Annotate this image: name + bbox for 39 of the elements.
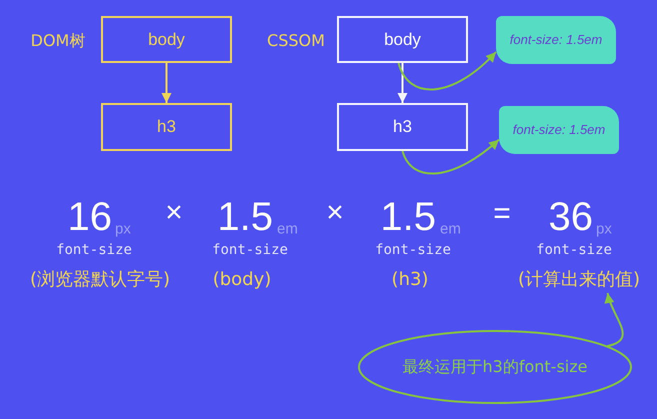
element-name: body xyxy=(384,30,421,50)
curved-arrow xyxy=(605,292,624,348)
style-rule: font-size: 1.5em xyxy=(512,122,606,138)
unit-label: em xyxy=(277,222,298,236)
element-name: body xyxy=(148,30,185,50)
element-box xyxy=(337,103,468,151)
number: 36 xyxy=(548,197,593,237)
tree-title: CSSOM xyxy=(267,33,325,49)
annotation: (浏览器默认字号) xyxy=(30,271,170,289)
curved-arrow xyxy=(402,138,500,174)
element-box xyxy=(101,16,232,63)
number: 16 xyxy=(68,197,112,237)
annotation: (h3) xyxy=(392,271,428,289)
style-tag xyxy=(496,16,616,64)
operator: = xyxy=(493,199,511,229)
curved-arrow xyxy=(398,51,497,90)
style-rule: font-size: 1.5em xyxy=(510,32,602,48)
property-name: font-size xyxy=(56,243,132,257)
element-name: h3 xyxy=(393,117,412,137)
annotation: (body) xyxy=(212,271,272,289)
unit-label: em xyxy=(440,222,461,236)
arrow xyxy=(162,63,172,103)
operator: × xyxy=(165,198,183,228)
property-name: font-size xyxy=(536,243,612,257)
arrow xyxy=(398,63,408,103)
element-box xyxy=(101,103,232,151)
callout-text: 最终运用于h3的font-size xyxy=(402,358,588,376)
tree-title: DOM树 xyxy=(30,33,86,49)
annotation: (计算出来的值) xyxy=(514,267,644,293)
operator: × xyxy=(326,198,344,228)
unit-label: px xyxy=(596,222,612,236)
style-tag xyxy=(499,106,619,154)
property-name: font-size xyxy=(212,243,288,257)
property-name: font-size xyxy=(375,243,451,257)
element-box xyxy=(337,16,468,63)
unit-label: px xyxy=(115,222,131,236)
number: 1.5 xyxy=(217,197,273,237)
element-name: h3 xyxy=(157,117,176,137)
number: 1.5 xyxy=(380,197,436,237)
